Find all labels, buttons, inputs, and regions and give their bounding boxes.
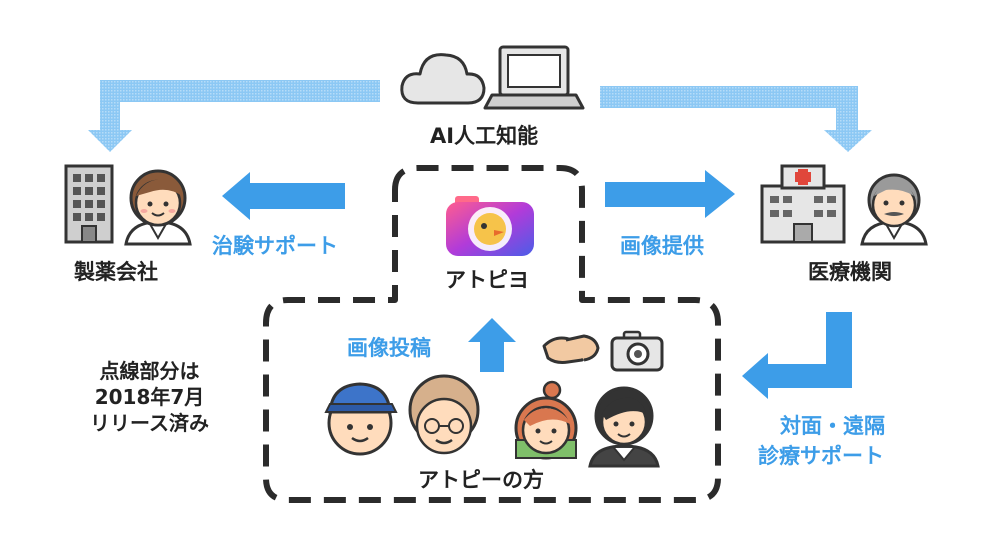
image-provide-arrow — [605, 170, 735, 218]
ai-to-medical-arrow — [600, 86, 872, 152]
people-label: アトピーの方 — [418, 468, 544, 492]
building-icon — [64, 164, 114, 244]
camera-icon — [610, 330, 664, 372]
medical-label: 医療機関 — [808, 260, 892, 284]
old-doctor-icon — [860, 173, 928, 246]
camera-app-icon — [446, 196, 534, 256]
image-post-label: 画像投稿 — [347, 336, 431, 360]
boy-cap-icon — [324, 382, 398, 456]
release-note: 点線部分は 2018年7月 リリース済み — [90, 359, 209, 435]
handshake-icon — [542, 334, 600, 364]
image-provide-label: 画像提供 — [620, 234, 704, 258]
ai-label: AI人工知能 — [430, 124, 539, 148]
grandma-icon — [408, 374, 480, 455]
hospital-icon — [760, 164, 846, 244]
laptop-icon — [483, 45, 585, 110]
pharma-label: 製薬会社 — [74, 260, 158, 284]
remote-care-label-line1: 対面・遠隔 — [780, 414, 885, 438]
clinical-support-label: 治験サポート — [212, 234, 338, 258]
remote-care-arrow — [742, 312, 852, 399]
ai-to-pharma-arrow — [88, 80, 380, 152]
woman-doctor-icon — [124, 169, 192, 246]
clinical-support-arrow — [222, 172, 345, 220]
remote-care-label-line2: 診療サポート — [758, 444, 884, 468]
cloud-icon — [400, 53, 486, 105]
released-area-dashed-border — [263, 165, 721, 503]
girl-icon — [514, 380, 578, 460]
image-post-arrow — [468, 318, 516, 372]
app-label: アトピヨ — [445, 268, 529, 292]
businessman-icon — [588, 386, 660, 468]
